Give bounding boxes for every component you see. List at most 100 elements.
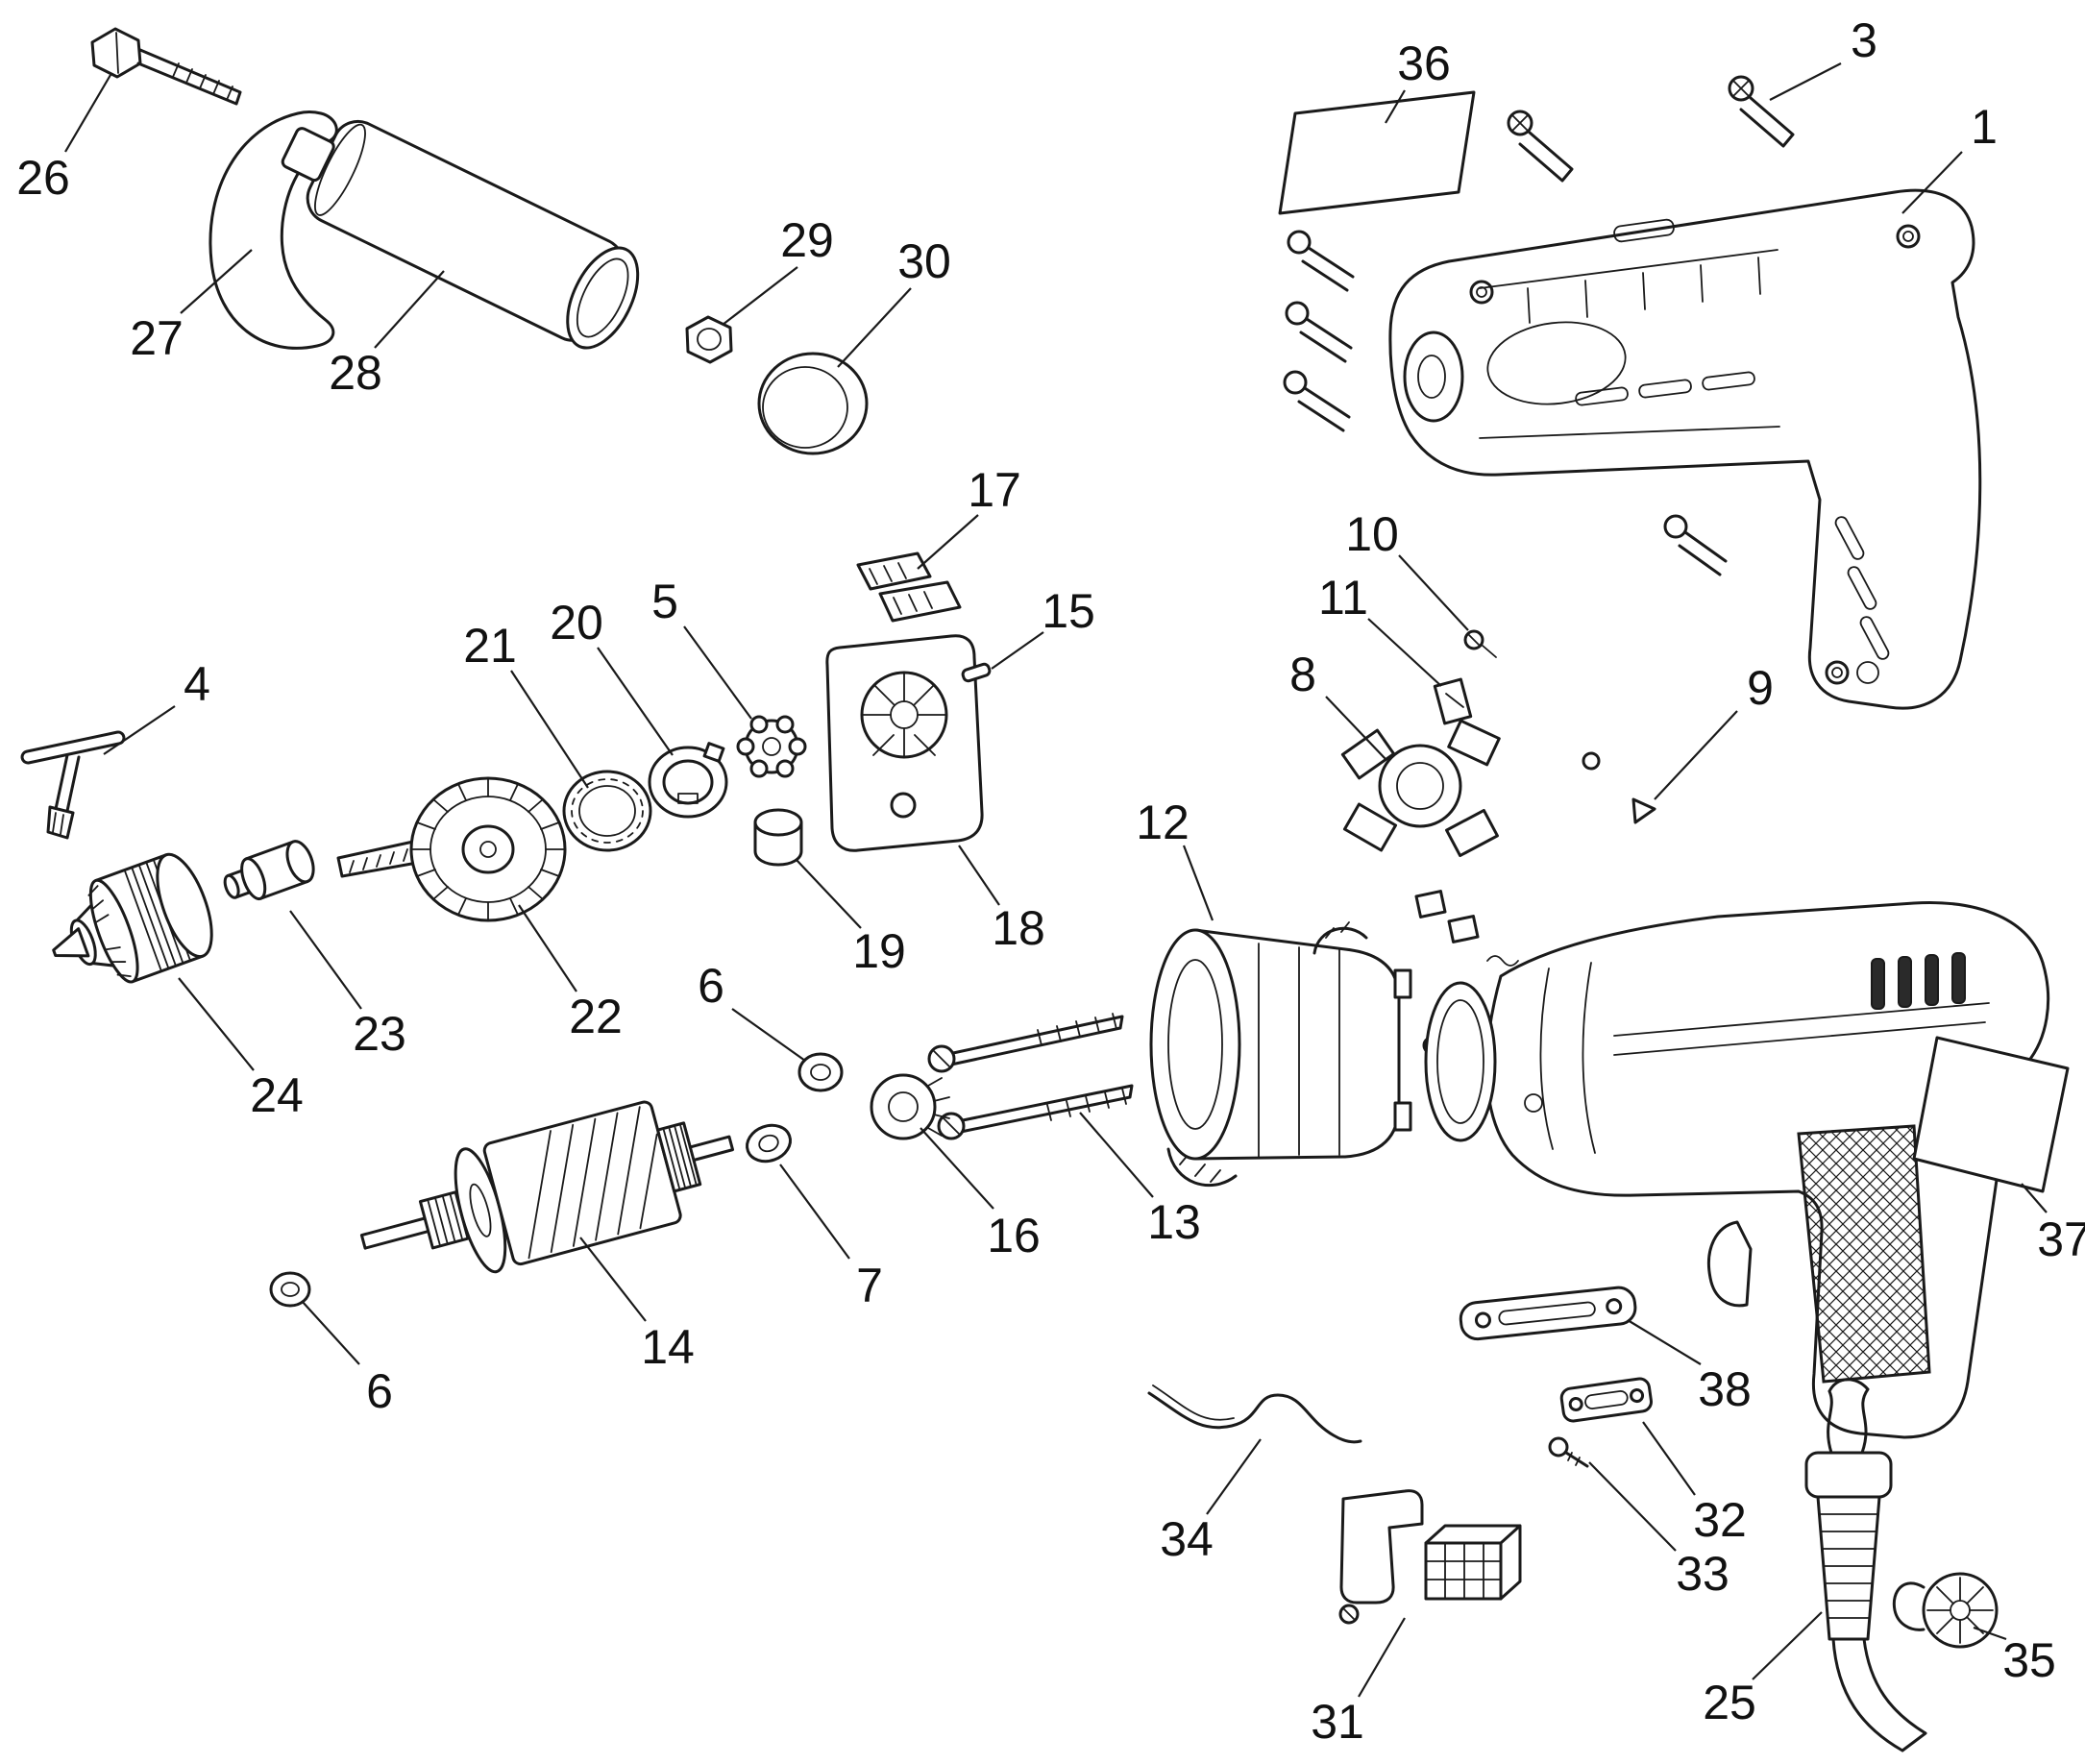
callout-label-9: 9 <box>1747 661 1774 715</box>
callout-leader-27 <box>180 249 253 314</box>
callout-label-6: 6 <box>366 1364 393 1418</box>
hex-nut <box>685 315 733 364</box>
front-housing-half <box>1424 901 2050 1439</box>
cord-guard-clip <box>1559 1377 1653 1423</box>
callout-label-35: 35 <box>2002 1633 2056 1687</box>
brush-cap-screw <box>1463 629 1497 658</box>
callout-label-14: 14 <box>641 1320 695 1374</box>
handle-end-cap <box>757 352 869 455</box>
callout-label-38: 38 <box>1698 1362 1752 1416</box>
callout-label-11: 11 <box>1318 571 1368 625</box>
callout-label-13: 13 <box>1147 1195 1201 1249</box>
callout-label-10: 10 <box>1345 507 1399 561</box>
callout-label-12: 12 <box>1136 796 1190 849</box>
callout-label-25: 25 <box>1703 1676 1756 1729</box>
callout-leader-25 <box>1752 1611 1823 1680</box>
callout-label-16: 16 <box>987 1209 1041 1262</box>
housing-screw-top-right <box>1728 75 1795 148</box>
callout-leader-23 <box>289 910 362 1010</box>
cord-strain-relief <box>1804 1378 1927 1752</box>
callout-leader-30 <box>837 287 912 368</box>
callout-leader-36 <box>1385 89 1406 124</box>
nameplate-label-rear <box>1278 90 1476 215</box>
hammer-cams <box>856 551 962 623</box>
callout-leader-32 <box>1642 1421 1696 1496</box>
callout-leader-9 <box>1654 710 1738 800</box>
callout-label-34: 34 <box>1160 1512 1214 1566</box>
callout-leader-10 <box>1398 554 1469 631</box>
grip-screw <box>1663 514 1728 576</box>
callout-label-28: 28 <box>329 346 382 400</box>
callout-label-7: 7 <box>856 1259 883 1312</box>
callout-leader-12 <box>1182 845 1214 921</box>
side-handle-tube <box>281 119 640 350</box>
cord-retainer-wheel <box>1892 1572 1999 1649</box>
callout-leader-6 <box>731 1008 806 1062</box>
callout-leader-33 <box>1588 1461 1677 1552</box>
callout-leader-24 <box>178 977 255 1071</box>
callout-leader-35 <box>1973 1626 2007 1641</box>
rear-housing-half <box>1388 188 1982 710</box>
callout-leader-26 <box>64 74 111 153</box>
callout-label-32: 32 <box>1693 1493 1747 1547</box>
lead-wire <box>1147 1384 1362 1444</box>
hammer-plate <box>825 634 984 852</box>
callout-leader-11 <box>1367 618 1442 687</box>
callout-label-19: 19 <box>852 924 906 978</box>
callout-label-1: 1 <box>1971 100 1998 154</box>
field-screw-2 <box>937 1084 1134 1140</box>
motor-bearing <box>870 1073 950 1140</box>
callout-leader-4 <box>103 705 176 755</box>
callout-leader-19 <box>795 858 862 929</box>
callout-label-23: 23 <box>353 1007 406 1061</box>
callout-leader-17 <box>917 514 979 570</box>
callout-label-5: 5 <box>651 575 678 628</box>
callout-leader-7 <box>779 1164 850 1260</box>
flat-washer-lower <box>269 1271 311 1308</box>
callout-label-36: 36 <box>1397 37 1451 90</box>
callout-label-27: 27 <box>130 311 184 365</box>
switch-assembly <box>1338 1489 1522 1625</box>
nameplate-label-front <box>1912 1036 2070 1193</box>
spacer-sleeve <box>753 808 803 867</box>
callout-label-30: 30 <box>897 234 951 288</box>
callout-label-17: 17 <box>968 463 1021 517</box>
callout-label-3: 3 <box>1851 13 1877 67</box>
callout-leader-31 <box>1358 1617 1406 1698</box>
callout-leader-22 <box>518 904 577 992</box>
wave-washer <box>746 1123 792 1164</box>
callout-leader-34 <box>1206 1438 1262 1515</box>
callout-leader-16 <box>920 1127 994 1210</box>
callout-label-24: 24 <box>250 1068 304 1122</box>
bearing-ring <box>562 770 652 852</box>
callout-leader-28 <box>374 270 445 349</box>
callout-label-22: 22 <box>569 990 623 1043</box>
housing-side-screws <box>1283 230 1355 432</box>
callout-leader-20 <box>597 647 674 756</box>
side-handle-bracket <box>208 110 338 350</box>
field-stator <box>1149 921 1412 1188</box>
retaining-ring <box>648 742 728 819</box>
housing-screw-top-left <box>1507 110 1574 183</box>
callout-leader-6 <box>301 1300 360 1365</box>
callout-leader-29 <box>722 266 798 326</box>
clip-screw <box>1548 1436 1589 1468</box>
callout-label-26: 26 <box>16 151 70 205</box>
pinion-bearing <box>223 840 315 901</box>
callout-label-18: 18 <box>992 901 1045 955</box>
brush-springs <box>1414 890 1519 967</box>
callout-label-33: 33 <box>1676 1547 1729 1601</box>
callout-label-37: 37 <box>2037 1213 2085 1266</box>
callout-label-8: 8 <box>1289 648 1316 701</box>
chuck-key <box>20 730 126 840</box>
callout-label-4: 4 <box>184 657 210 711</box>
brush-holder-ring <box>1340 719 1501 858</box>
callout-leader-37 <box>2021 1183 2048 1213</box>
brush-end-caps <box>1582 751 1656 824</box>
callout-leader-21 <box>510 670 589 789</box>
callout-leader-14 <box>579 1237 647 1322</box>
armature <box>359 1100 735 1274</box>
